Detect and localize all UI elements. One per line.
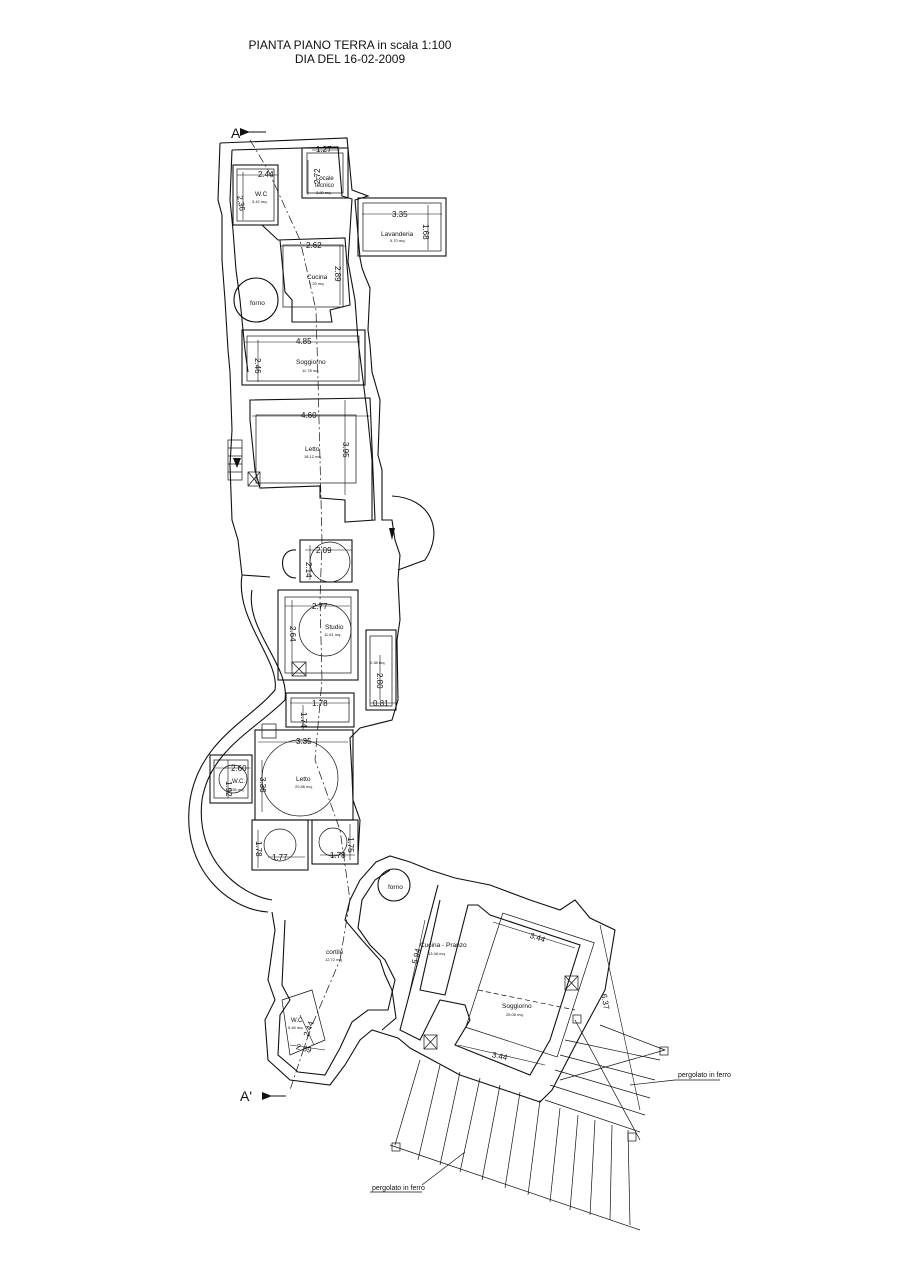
- room-letto-top-area: 18.12 mq.: [304, 454, 322, 459]
- dim-2-72: 2.72: [313, 168, 322, 184]
- room-wc-bottom-area: 5.46 mq.: [288, 1025, 304, 1030]
- dim-1-75: 1.75: [346, 837, 355, 853]
- dim-6-37: 6.37: [599, 993, 611, 1010]
- room-forno-top-name: forno: [250, 300, 265, 307]
- dim-1-74: 1.74: [299, 712, 308, 728]
- dim-1-27: 1.27: [316, 145, 332, 154]
- dim-2-14: 2.14: [304, 562, 313, 578]
- dim-5-94: 5.94: [410, 947, 423, 965]
- dim-1-78a: 1.78: [312, 699, 328, 708]
- dim-3-95: 3.95: [341, 442, 350, 458]
- room-locale-tecnico-name-2: tecnico: [315, 183, 335, 189]
- dim-2-36: 2.36: [235, 195, 247, 212]
- room-studio-name: Studio: [325, 624, 344, 631]
- dim-1-78c: 1.78: [330, 851, 346, 860]
- section-mark-bottom: A': [240, 1088, 286, 1104]
- room-forno-bottom-name: forno: [388, 884, 403, 891]
- pergola-label-bottom: pergolato in ferro: [372, 1185, 425, 1192]
- dim-2-46: 2.46: [253, 358, 262, 374]
- dim-1-68: 1.68: [421, 224, 430, 240]
- section-mark-top-label: A: [231, 125, 241, 141]
- dim-2-38: 2.38 mq.: [370, 660, 386, 665]
- dim-2-80: 2.80: [375, 673, 384, 689]
- dim-2-89: 2.89: [333, 266, 342, 282]
- dim-2-60: 2.60: [231, 764, 247, 773]
- room-letto-mid-name: Letto: [296, 776, 311, 783]
- outer-walls: [188, 137, 447, 913]
- room-wc-mid-area: 3.55 mq.: [229, 787, 245, 792]
- section-mark-bottom-label: A': [240, 1088, 252, 1104]
- dim-4-60: 4.60: [301, 411, 317, 420]
- room-soggiorno-bottom-area: 25.06 mq.: [506, 1012, 524, 1017]
- room-wc-bottom-name: W.C.: [291, 1018, 304, 1024]
- title-line-1: PIANTA PIANO TERRA in scala 1:100: [248, 38, 452, 52]
- title-line-2: DIA DEL 16-02-2009: [294, 52, 406, 66]
- room-cortile-name: cortile: [326, 949, 344, 956]
- dim-3-36: 3.36: [258, 777, 267, 793]
- dim-3-35b: 3.35: [296, 737, 312, 746]
- room-soggiorno-bottom-name: Soggiorno: [502, 1003, 532, 1010]
- room-cucina-area: 7.29 mq.: [309, 281, 325, 286]
- room-locale-tecnico-name-1: Locale: [316, 176, 334, 182]
- room-cucina-pranzo-area: 13.48 mq.: [428, 951, 446, 956]
- pergola-label-right: pergolato in ferro: [678, 1072, 731, 1079]
- drawing-title: PIANTA PIANO TERRA in scala 1:100 DIA DE…: [150, 38, 550, 66]
- room-cortile-area: 12.72 mq.: [325, 957, 343, 962]
- room-studio-area: 11.61 mq.: [324, 632, 342, 637]
- dim-2-77: 2.77: [312, 602, 328, 611]
- pergola-grid: [370, 924, 720, 1231]
- dim-2-62: 2.62: [306, 241, 322, 250]
- room-lavanderia-name: Lavanderia: [381, 231, 414, 238]
- room-locale-tecnico-area: 3.80 mq.: [316, 190, 332, 195]
- room-letto-top-name: Letto: [305, 446, 320, 453]
- lower-walls: [264, 855, 616, 1103]
- dim-1-92: 1.92: [224, 781, 233, 797]
- room-wc-mid-name: W.C.: [232, 779, 245, 785]
- room-lavanderia-area: 5.70 mq.: [390, 238, 406, 243]
- dim-1-78b: 1.78: [254, 841, 263, 857]
- room-wc-top-name: W.C: [255, 191, 268, 198]
- dim-3-44b: 3.44: [491, 1050, 509, 1062]
- dim-1-77: 1.77: [272, 853, 288, 862]
- room-cucina-pranzo-name: Cucina - Pranzo: [420, 942, 467, 949]
- dim-0-81: 0.81: [373, 699, 389, 708]
- dimension-labels: 1.27 2.44 2.72 2.36 3.35 1.68 2.62 2.89 …: [224, 145, 611, 1062]
- room-wc-top-area: 3.42 mq.: [252, 199, 268, 204]
- room-labels: W.C 3.42 mq. Locale tecnico 3.80 mq. Lav…: [229, 176, 532, 1030]
- dim-3-35a: 3.35: [392, 210, 408, 219]
- room-cucina-name: Cucina: [307, 274, 328, 281]
- section-mark-top: A: [231, 125, 266, 141]
- dim-2-44: 2.44: [258, 170, 274, 179]
- dim-4-85: 4.85: [296, 337, 312, 346]
- dim-2-59: 2.59: [295, 1042, 313, 1055]
- dim-2-64: 2.64: [288, 626, 297, 642]
- room-soggiorno-top-name: Soggiorno: [296, 359, 326, 366]
- room-soggiorno-top-area: 11.78 mq.: [302, 368, 320, 373]
- dim-2-09: 2.09: [316, 546, 332, 555]
- room-letto-mid-area: 20.86 mq.: [295, 784, 313, 789]
